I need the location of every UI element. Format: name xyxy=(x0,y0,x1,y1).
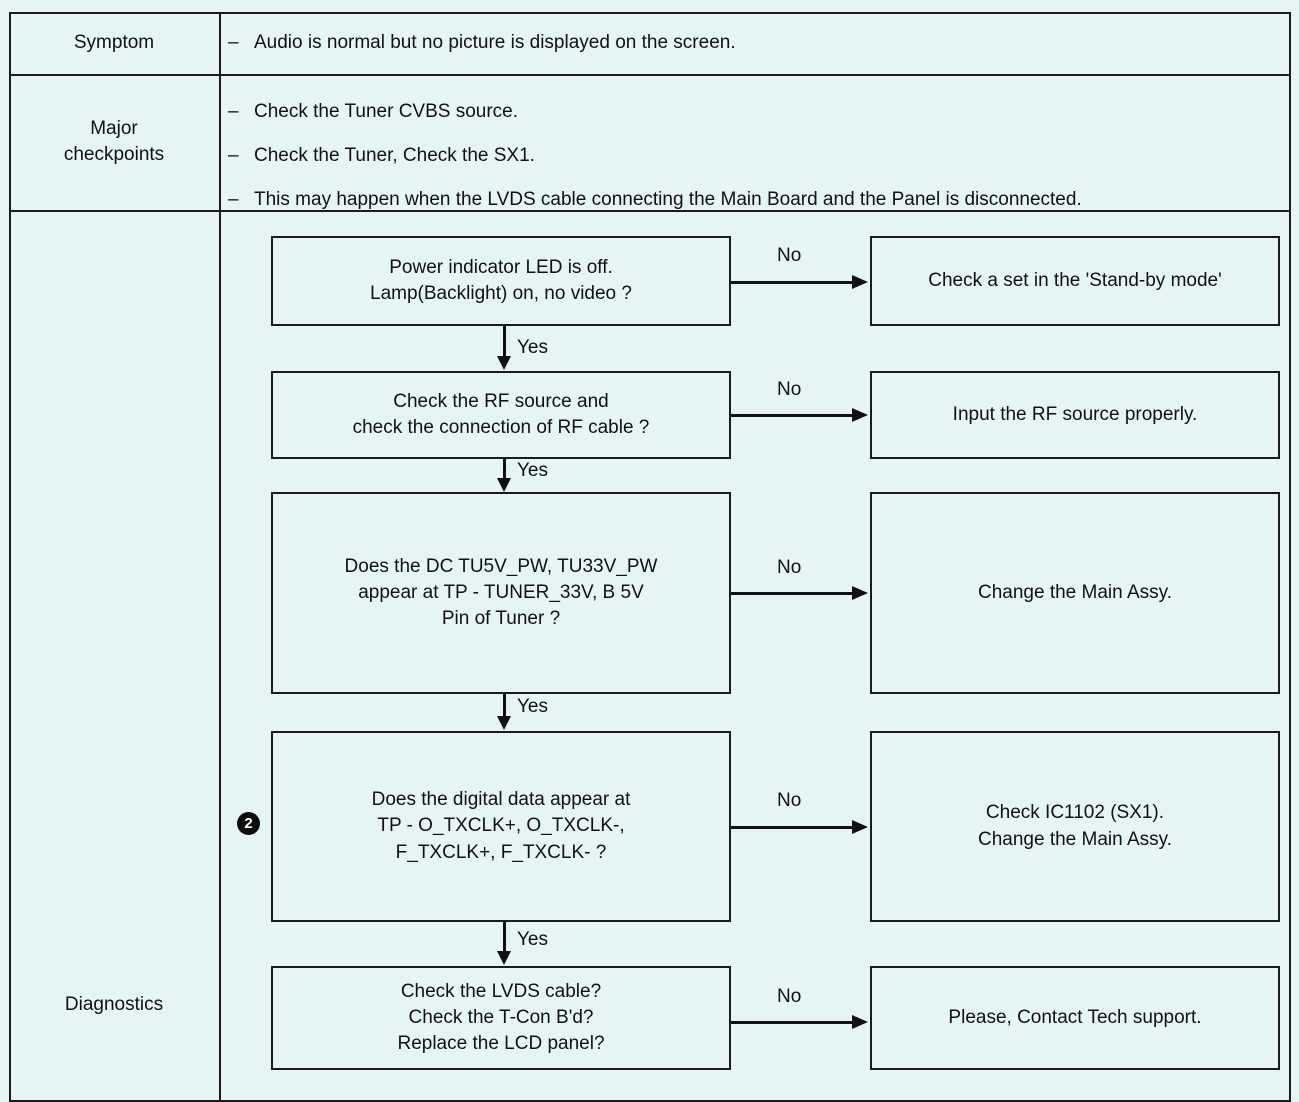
flow-node-line: Check IC1102 (SX1). xyxy=(985,802,1165,824)
arrow-line xyxy=(731,1021,854,1024)
flow-arrow-label-no: No xyxy=(777,379,802,400)
major-checkpoints-label-text: Major checkpoints xyxy=(64,116,164,168)
arrow-head-icon xyxy=(497,951,511,965)
dash-icon: – xyxy=(228,101,239,122)
flow-arrow-label-no: No xyxy=(777,790,802,811)
major-checkpoint-text: Check the Tuner, Check the SX1. xyxy=(254,145,535,166)
arrow-head-icon xyxy=(852,408,868,422)
flow-node-line: Pin of Tuner ? xyxy=(441,608,561,630)
table-row-divider xyxy=(11,210,1289,212)
arrow-line xyxy=(503,922,506,952)
flow-node-text: Does the digital data appear at TP - O_T… xyxy=(364,787,639,866)
flow-arrow-yes-4 xyxy=(495,922,515,966)
flow-node-question-3: Does the DC TU5V_PW, TU33V_PW appear at … xyxy=(271,492,731,694)
flow-node-line: Does the DC TU5V_PW, TU33V_PW xyxy=(344,555,658,577)
flow-node-line: appear at TP - TUNER_33V, B 5V xyxy=(358,581,644,603)
major-label-line1: Major xyxy=(90,117,138,139)
row-label-diagnostics: Diagnostics xyxy=(9,940,219,1070)
arrow-line xyxy=(503,459,506,479)
arrow-head-icon xyxy=(852,586,868,600)
flow-node-question-4: Does the digital data appear at TP - O_T… xyxy=(271,731,731,922)
arrow-line xyxy=(731,281,854,284)
flow-node-question-1: Power indicator LED is off. Lamp(Backlig… xyxy=(271,236,731,326)
arrow-head-icon xyxy=(852,820,868,834)
flow-node-line: Change the Main Assy. xyxy=(978,828,1172,850)
flow-node-line: Does the digital data appear at xyxy=(371,789,631,811)
flow-node-question-2: Check the RF source and check the connec… xyxy=(271,371,731,459)
arrow-line xyxy=(731,414,854,417)
diagnostics-label-text: Diagnostics xyxy=(64,993,164,1015)
major-checkpoint-text: Check the Tuner CVBS source. xyxy=(254,101,519,122)
table-row-divider xyxy=(11,74,1289,76)
dash-icon: – xyxy=(228,189,239,210)
major-label-line2: checkpoints xyxy=(63,144,165,165)
flow-node-text: Check the RF source and check the connec… xyxy=(345,389,658,441)
flow-node-result-1: Check a set in the 'Stand-by mode' xyxy=(870,236,1280,326)
flow-node-text: Please, Contact Tech support. xyxy=(948,1006,1202,1028)
row-label-major-checkpoints: Major checkpoints xyxy=(9,74,219,210)
arrow-line xyxy=(503,326,506,357)
row-label-symptom: Symptom xyxy=(9,12,219,74)
flow-node-text: Check IC1102 (SX1). Change the Main Assy… xyxy=(970,800,1180,852)
dash-icon: – xyxy=(228,145,239,166)
flow-arrow-no-5 xyxy=(731,1012,870,1032)
dash-icon: – xyxy=(228,32,239,53)
flow-node-text: Check the LVDS cable? Check the T-Con B'… xyxy=(389,979,612,1058)
arrow-head-icon xyxy=(852,275,868,289)
flow-arrow-label-yes: Yes xyxy=(517,460,548,481)
flow-node-line: Check the LVDS cable? xyxy=(400,980,602,1002)
arrow-line xyxy=(731,592,854,595)
flow-node-line: Lamp(Backlight) on, no video ? xyxy=(370,283,632,304)
arrow-head-icon xyxy=(852,1015,868,1029)
flow-node-result-4: Check IC1102 (SX1). Change the Main Assy… xyxy=(870,731,1280,922)
flow-arrow-no-3 xyxy=(731,583,870,603)
flow-node-text: Input the RF source properly. xyxy=(952,403,1198,425)
flow-arrow-label-yes: Yes xyxy=(517,337,548,358)
flow-node-line: TP - O_TXCLK+, O_TXCLK-, xyxy=(377,815,625,837)
symptom-label-text: Symptom xyxy=(73,31,155,53)
flow-arrow-yes-1 xyxy=(495,326,515,371)
symptom-bullet-list: – Audio is normal but no picture is disp… xyxy=(228,33,736,52)
flow-node-text: Power indicator LED is off. Lamp(Backlig… xyxy=(362,255,640,307)
flow-arrow-no-2 xyxy=(731,405,870,425)
arrow-line xyxy=(731,826,854,829)
table-column-divider xyxy=(219,14,221,1100)
flow-arrow-label-yes: Yes xyxy=(517,929,548,950)
arrow-head-icon xyxy=(497,716,511,730)
flow-node-text: Check a set in the 'Stand-by mode' xyxy=(928,269,1222,291)
flow-node-line: Power indicator LED is off. xyxy=(389,256,613,278)
flow-arrow-no-1 xyxy=(731,272,870,292)
flow-arrow-label-no: No xyxy=(777,245,802,266)
arrow-head-icon xyxy=(497,356,511,370)
flow-arrow-label-no: No xyxy=(777,986,802,1007)
flow-node-line: F_TXCLK+, F_TXCLK- ? xyxy=(395,841,607,863)
list-item: – Check the Tuner, Check the SX1. xyxy=(228,146,1082,165)
flow-arrow-yes-2 xyxy=(495,459,515,492)
flow-node-result-2: Input the RF source properly. xyxy=(870,371,1280,459)
flow-node-line: Check the RF source and xyxy=(393,390,609,412)
flow-node-line: Replace the LCD panel? xyxy=(397,1033,605,1055)
flow-node-line: Check the T-Con B'd? xyxy=(408,1006,594,1028)
flow-node-text: Change the Main Assy. xyxy=(978,581,1172,603)
arrow-head-icon xyxy=(497,478,511,492)
flow-node-text: Does the DC TU5V_PW, TU33V_PW appear at … xyxy=(337,554,666,633)
symptom-bullet-text: Audio is normal but no picture is displa… xyxy=(254,32,736,53)
major-checkpoints-bullet-list: – Check the Tuner CVBS source. – Check t… xyxy=(228,102,1082,209)
flow-arrow-label-no: No xyxy=(777,557,802,578)
list-item: – This may happen when the LVDS cable co… xyxy=(228,190,1082,209)
list-item: – Audio is normal but no picture is disp… xyxy=(228,33,736,52)
major-checkpoint-text: This may happen when the LVDS cable conn… xyxy=(254,189,1082,210)
flow-node-result-5: Please, Contact Tech support. xyxy=(870,966,1280,1070)
flow-node-result-3: Change the Main Assy. xyxy=(870,492,1280,694)
flow-arrow-no-4 xyxy=(731,817,870,837)
flow-node-question-5: Check the LVDS cable? Check the T-Con B'… xyxy=(271,966,731,1070)
step-number-badge: 2 xyxy=(237,812,260,835)
flow-arrow-label-yes: Yes xyxy=(517,696,548,717)
flow-node-line: check the connection of RF cable ? xyxy=(352,417,650,438)
list-item: – Check the Tuner CVBS source. xyxy=(228,102,1082,121)
arrow-line xyxy=(503,694,506,717)
flow-arrow-yes-3 xyxy=(495,694,515,731)
